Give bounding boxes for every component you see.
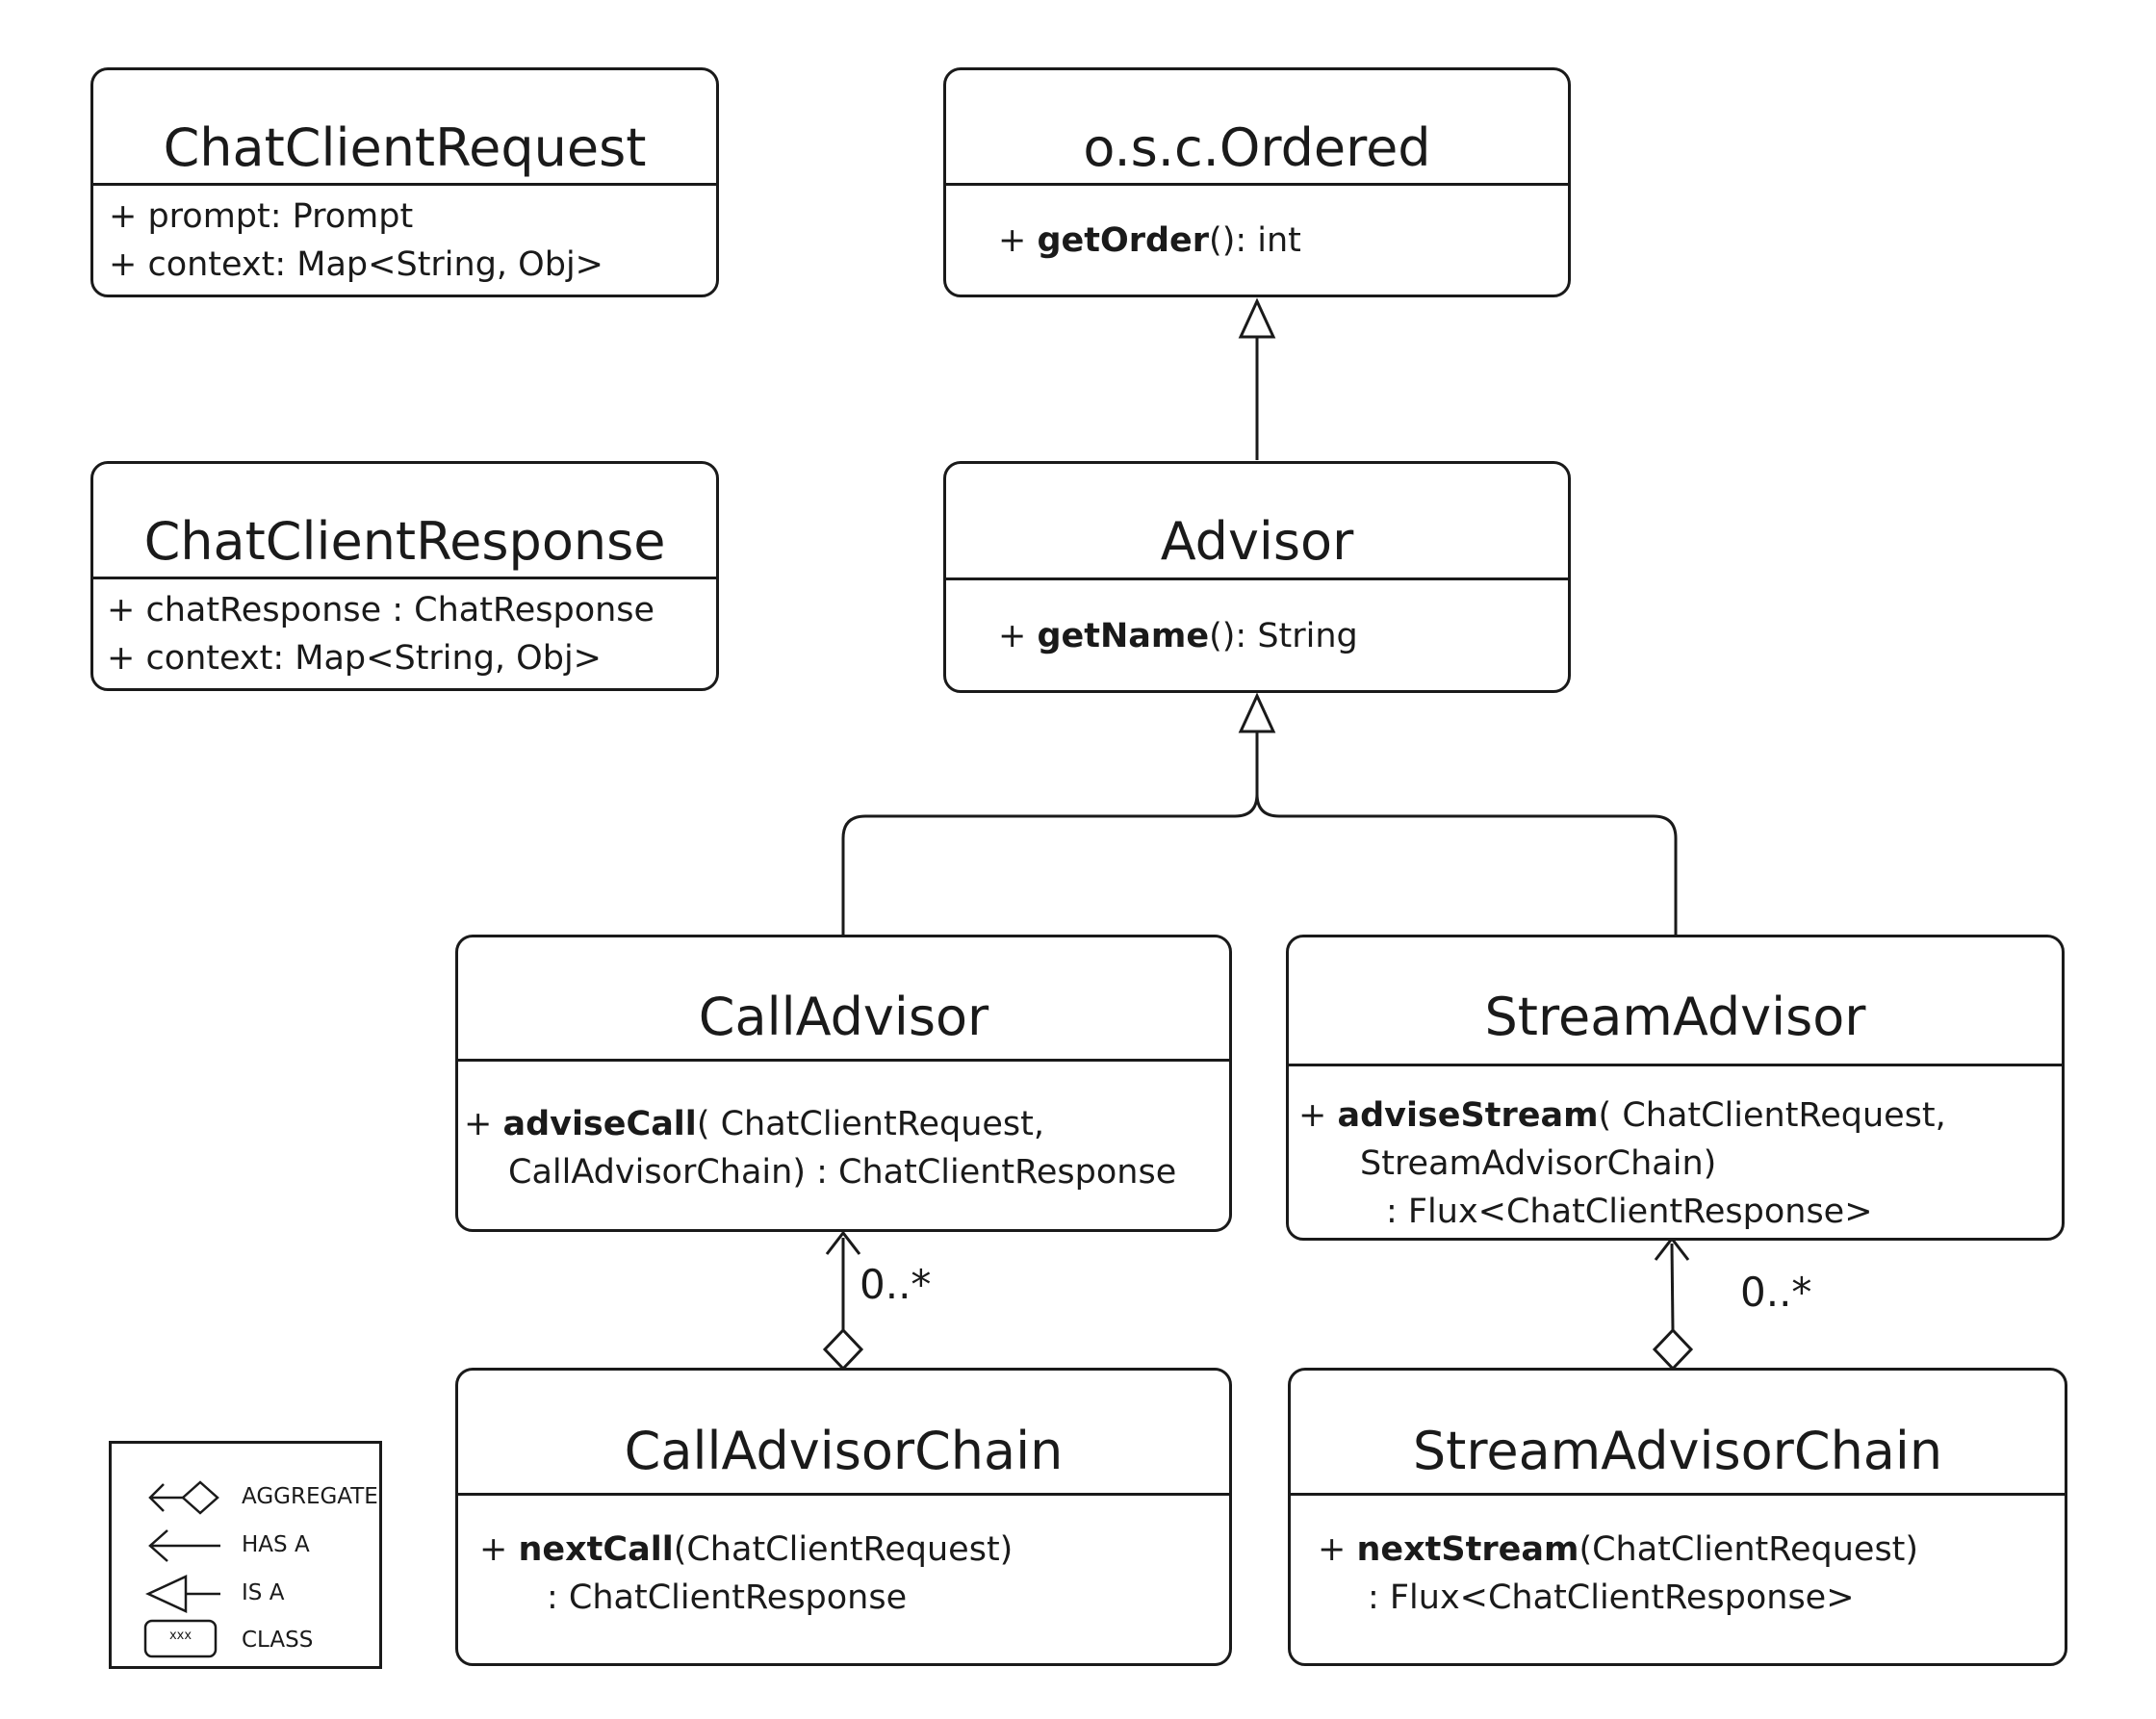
method-get-name: + getName(): String (998, 617, 1358, 655)
method-advise-call-params: CallAdvisorChain) : ChatClientResponse (508, 1153, 1177, 1192)
multiplicity-call: 0..* (860, 1261, 932, 1308)
class-methods: + getOrder(): int (998, 217, 1568, 265)
legend-symbols (143, 1480, 220, 1658)
class-name: StreamAdvisor (1484, 987, 1866, 1047)
multiplicity-stream: 0..* (1740, 1269, 1812, 1316)
method-advise-call: + adviseCall( ChatClientRequest, (464, 1105, 1045, 1143)
class-methods: + nextStream(ChatClientRequest) : Flux<C… (1318, 1526, 2065, 1622)
class-separator (1289, 1064, 2062, 1066)
legend-class-box-icon (143, 1619, 218, 1658)
class-name: CallAdvisorChain (624, 1421, 1064, 1481)
class-call-advisor: CallAdvisor + adviseCall( ChatClientRequ… (455, 935, 1232, 1232)
attribute-chat-response: + chatResponse : ChatResponse (107, 591, 655, 629)
class-separator (458, 1493, 1229, 1496)
method-next-call: + nextCall(ChatClientRequest) (479, 1530, 1014, 1569)
legend-label-class: CLASS (242, 1628, 314, 1653)
class-name: ChatClientRequest (163, 117, 647, 178)
legend-label-has-a: HAS A (242, 1532, 310, 1557)
generalization-line-calladvisor (841, 731, 1259, 936)
method-advise-stream-params: StreamAdvisorChain) (1360, 1144, 1717, 1183)
method-get-order: + getOrder(): int (998, 221, 1301, 260)
legend-label-is-a: IS A (242, 1580, 285, 1605)
attribute-prompt: + prompt: Prompt (109, 197, 414, 236)
has-a-arrowhead-call (825, 1230, 861, 1255)
class-chat-client-response: ChatClientResponse + chatResponse : Chat… (90, 461, 719, 691)
class-name: Advisor (1160, 511, 1354, 572)
class-methods: + adviseCall( ChatClientRequest, CallAdv… (464, 1100, 1229, 1196)
class-name: ChatClientResponse (143, 511, 666, 572)
legend-is-a-triangle-icon (145, 1575, 188, 1613)
class-methods: + adviseStream( ChatClientRequest, Strea… (1298, 1091, 2062, 1236)
class-separator (946, 183, 1568, 186)
method-next-stream-return: : Flux<ChatClientResponse> (1368, 1578, 1855, 1617)
legend-has-a-arrow-icon (148, 1529, 168, 1562)
method-next-call-return: : ChatClientResponse (547, 1578, 908, 1617)
class-ordered: o.s.c.Ordered + getOrder(): int (943, 67, 1571, 297)
class-chat-client-request: ChatClientRequest + prompt: Prompt + con… (90, 67, 719, 297)
class-advisor: Advisor + getName(): String (943, 461, 1571, 693)
legend: AGGREGATE HAS A IS A CLASS xxx (109, 1441, 382, 1669)
class-separator (946, 577, 1568, 580)
class-name: CallAdvisor (698, 987, 989, 1047)
aggregation-line-stream (1670, 1243, 1675, 1331)
class-name: StreamAdvisorChain (1412, 1421, 1943, 1481)
method-advise-stream-return: : Flux<ChatClientResponse> (1386, 1193, 1873, 1231)
class-attributes: + chatResponse : ChatResponse + context:… (107, 586, 716, 682)
class-methods: + getName(): String (998, 612, 1568, 660)
aggregate-diamond-call (822, 1327, 864, 1372)
generalization-arrowhead-advisor (1238, 692, 1276, 733)
class-stream-advisor: StreamAdvisor + adviseStream( ChatClient… (1286, 935, 2065, 1241)
class-separator (93, 183, 716, 186)
class-separator (93, 577, 716, 579)
class-stream-advisor-chain: StreamAdvisorChain + nextStream(ChatClie… (1288, 1368, 2067, 1666)
class-separator (1291, 1493, 2065, 1496)
class-separator (458, 1059, 1229, 1062)
class-attributes: + prompt: Prompt + context: Map<String, … (109, 192, 716, 289)
legend-class-sample: xxx (168, 1629, 192, 1643)
legend-label-aggregate: AGGREGATE (242, 1484, 378, 1509)
class-methods: + nextCall(ChatClientRequest) : ChatClie… (479, 1526, 1229, 1622)
method-next-stream: + nextStream(ChatClientRequest) (1318, 1530, 1919, 1569)
class-call-advisor-chain: CallAdvisorChain + nextCall(ChatClientRe… (455, 1368, 1232, 1666)
attribute-context: + context: Map<String, Obj> (107, 639, 602, 678)
generalization-line-streamadvisor (1255, 793, 1678, 936)
legend-aggregate-diamond-icon (181, 1480, 219, 1515)
generalization-arrowhead-ordered (1238, 297, 1276, 339)
legend-aggregate-arrow-icon (148, 1483, 165, 1512)
aggregate-diamond-stream (1652, 1327, 1694, 1372)
class-name: o.s.c.Ordered (1083, 117, 1431, 178)
attribute-context: + context: Map<String, Obj> (109, 245, 603, 284)
method-advise-stream: + adviseStream( ChatClientRequest, (1298, 1096, 1946, 1135)
